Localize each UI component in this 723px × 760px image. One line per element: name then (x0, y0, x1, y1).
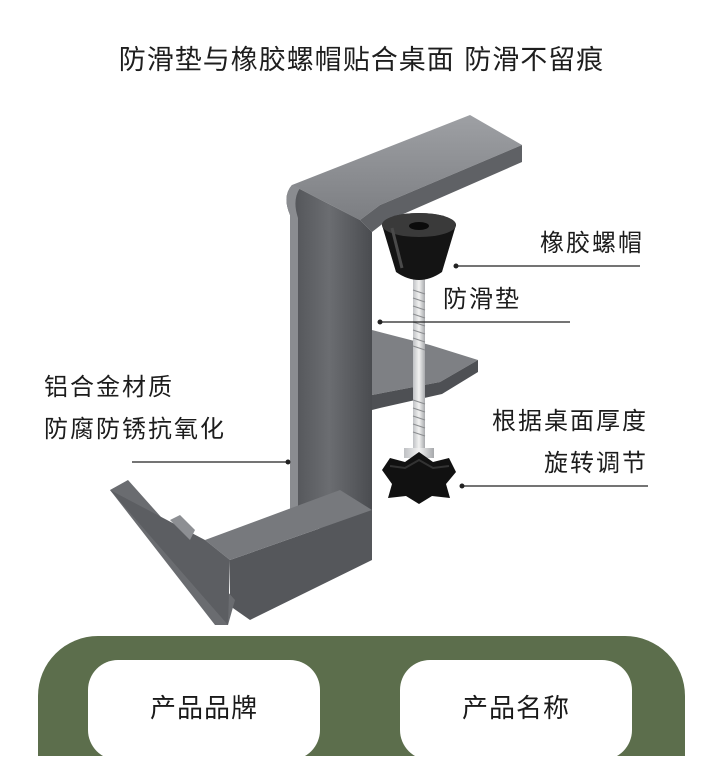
adjust-label-line2: 旋转调节 (544, 449, 648, 477)
adjust-label-line1: 根据桌面厚度 (492, 407, 648, 435)
material-label-line2: 防腐防锈抗氧化 (44, 415, 226, 443)
name-card: 产品名称 (400, 660, 632, 760)
top-arm (292, 115, 522, 232)
brand-label: 产品品牌 (149, 694, 258, 724)
anti-slip-pad-label: 防滑垫 (443, 285, 521, 313)
screw (412, 262, 426, 472)
headline: 防滑垫与橡胶螺帽贴合桌面 防滑不留痕 (118, 45, 605, 76)
name-label: 产品名称 (461, 694, 570, 724)
hook-base (110, 480, 372, 625)
brand-card: 产品品牌 (88, 660, 320, 760)
knob-icon (382, 448, 456, 504)
rubber-nut-icon (382, 213, 456, 280)
clamp-hanger-illustration (110, 115, 648, 625)
leader-lines (132, 265, 648, 487)
rubber-nut-label: 橡胶螺帽 (540, 229, 644, 257)
vertical-spine (286, 185, 372, 540)
material-label-line1: 铝合金材质 (44, 373, 174, 401)
